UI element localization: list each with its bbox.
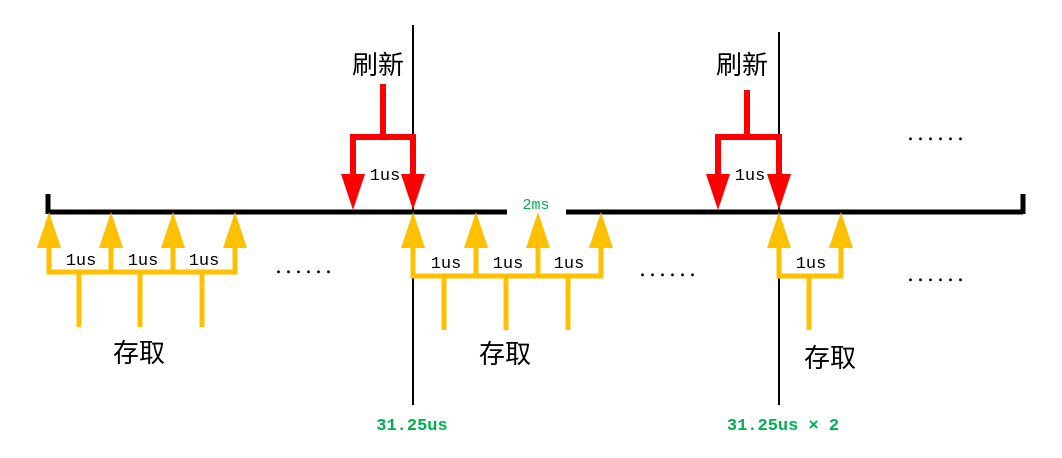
access-group-1 <box>46 238 238 327</box>
access-group-3 <box>776 238 844 330</box>
refresh-duration-1: 1us <box>370 167 401 186</box>
refresh-arrow-down-icon <box>706 174 730 210</box>
refresh-label-2: 刷新 <box>716 51 768 81</box>
access-duration: 1us <box>493 255 524 274</box>
refresh-block-2: 刷新 1us <box>706 51 791 210</box>
access-arrow-up-icon <box>37 212 61 248</box>
ellipsis-top: ...... <box>907 121 967 146</box>
access-duration: 1us <box>431 255 462 274</box>
access-duration: 1us <box>554 255 585 274</box>
access-arrow-up-icon <box>401 212 425 248</box>
access-label-1: 存取 <box>113 339 165 369</box>
ellipsis-3: ...... <box>907 262 967 287</box>
refresh-arrow-down-icon <box>401 174 425 210</box>
refresh-label-1: 刷新 <box>352 51 404 81</box>
access-duration: 1us <box>796 255 827 274</box>
access-arrow-up-icon <box>829 212 853 248</box>
refresh-arrow-down-icon <box>767 174 791 210</box>
refresh-arrow-down-icon <box>341 174 365 210</box>
access-duration: 1us <box>128 252 159 271</box>
access-arrow-up-icon <box>526 212 550 248</box>
refresh-duration-2: 1us <box>735 167 766 186</box>
access-arrow-up-icon <box>99 212 123 248</box>
ellipsis-1: ...... <box>275 254 335 279</box>
period-label: 2ms <box>522 197 549 214</box>
access-label-3: 存取 <box>804 344 856 374</box>
access-label-2: 存取 <box>479 340 531 370</box>
access-arrow-up-icon <box>161 212 185 248</box>
time-mark-2: 31.25us × 2 <box>727 417 839 436</box>
access-arrow-up-icon <box>223 212 247 248</box>
time-mark-1: 31.25us <box>376 417 447 436</box>
access-duration: 1us <box>189 252 220 271</box>
ellipsis-2: ...... <box>639 257 699 282</box>
access-arrow-up-icon <box>464 212 488 248</box>
access-arrow-up-icon <box>589 212 613 248</box>
refresh-block-1: 刷新 1us <box>341 51 425 210</box>
access-group-2 <box>410 238 604 330</box>
access-duration: 1us <box>66 252 97 271</box>
access-arrow-up-icon <box>767 212 791 248</box>
timeline <box>45 194 1026 215</box>
